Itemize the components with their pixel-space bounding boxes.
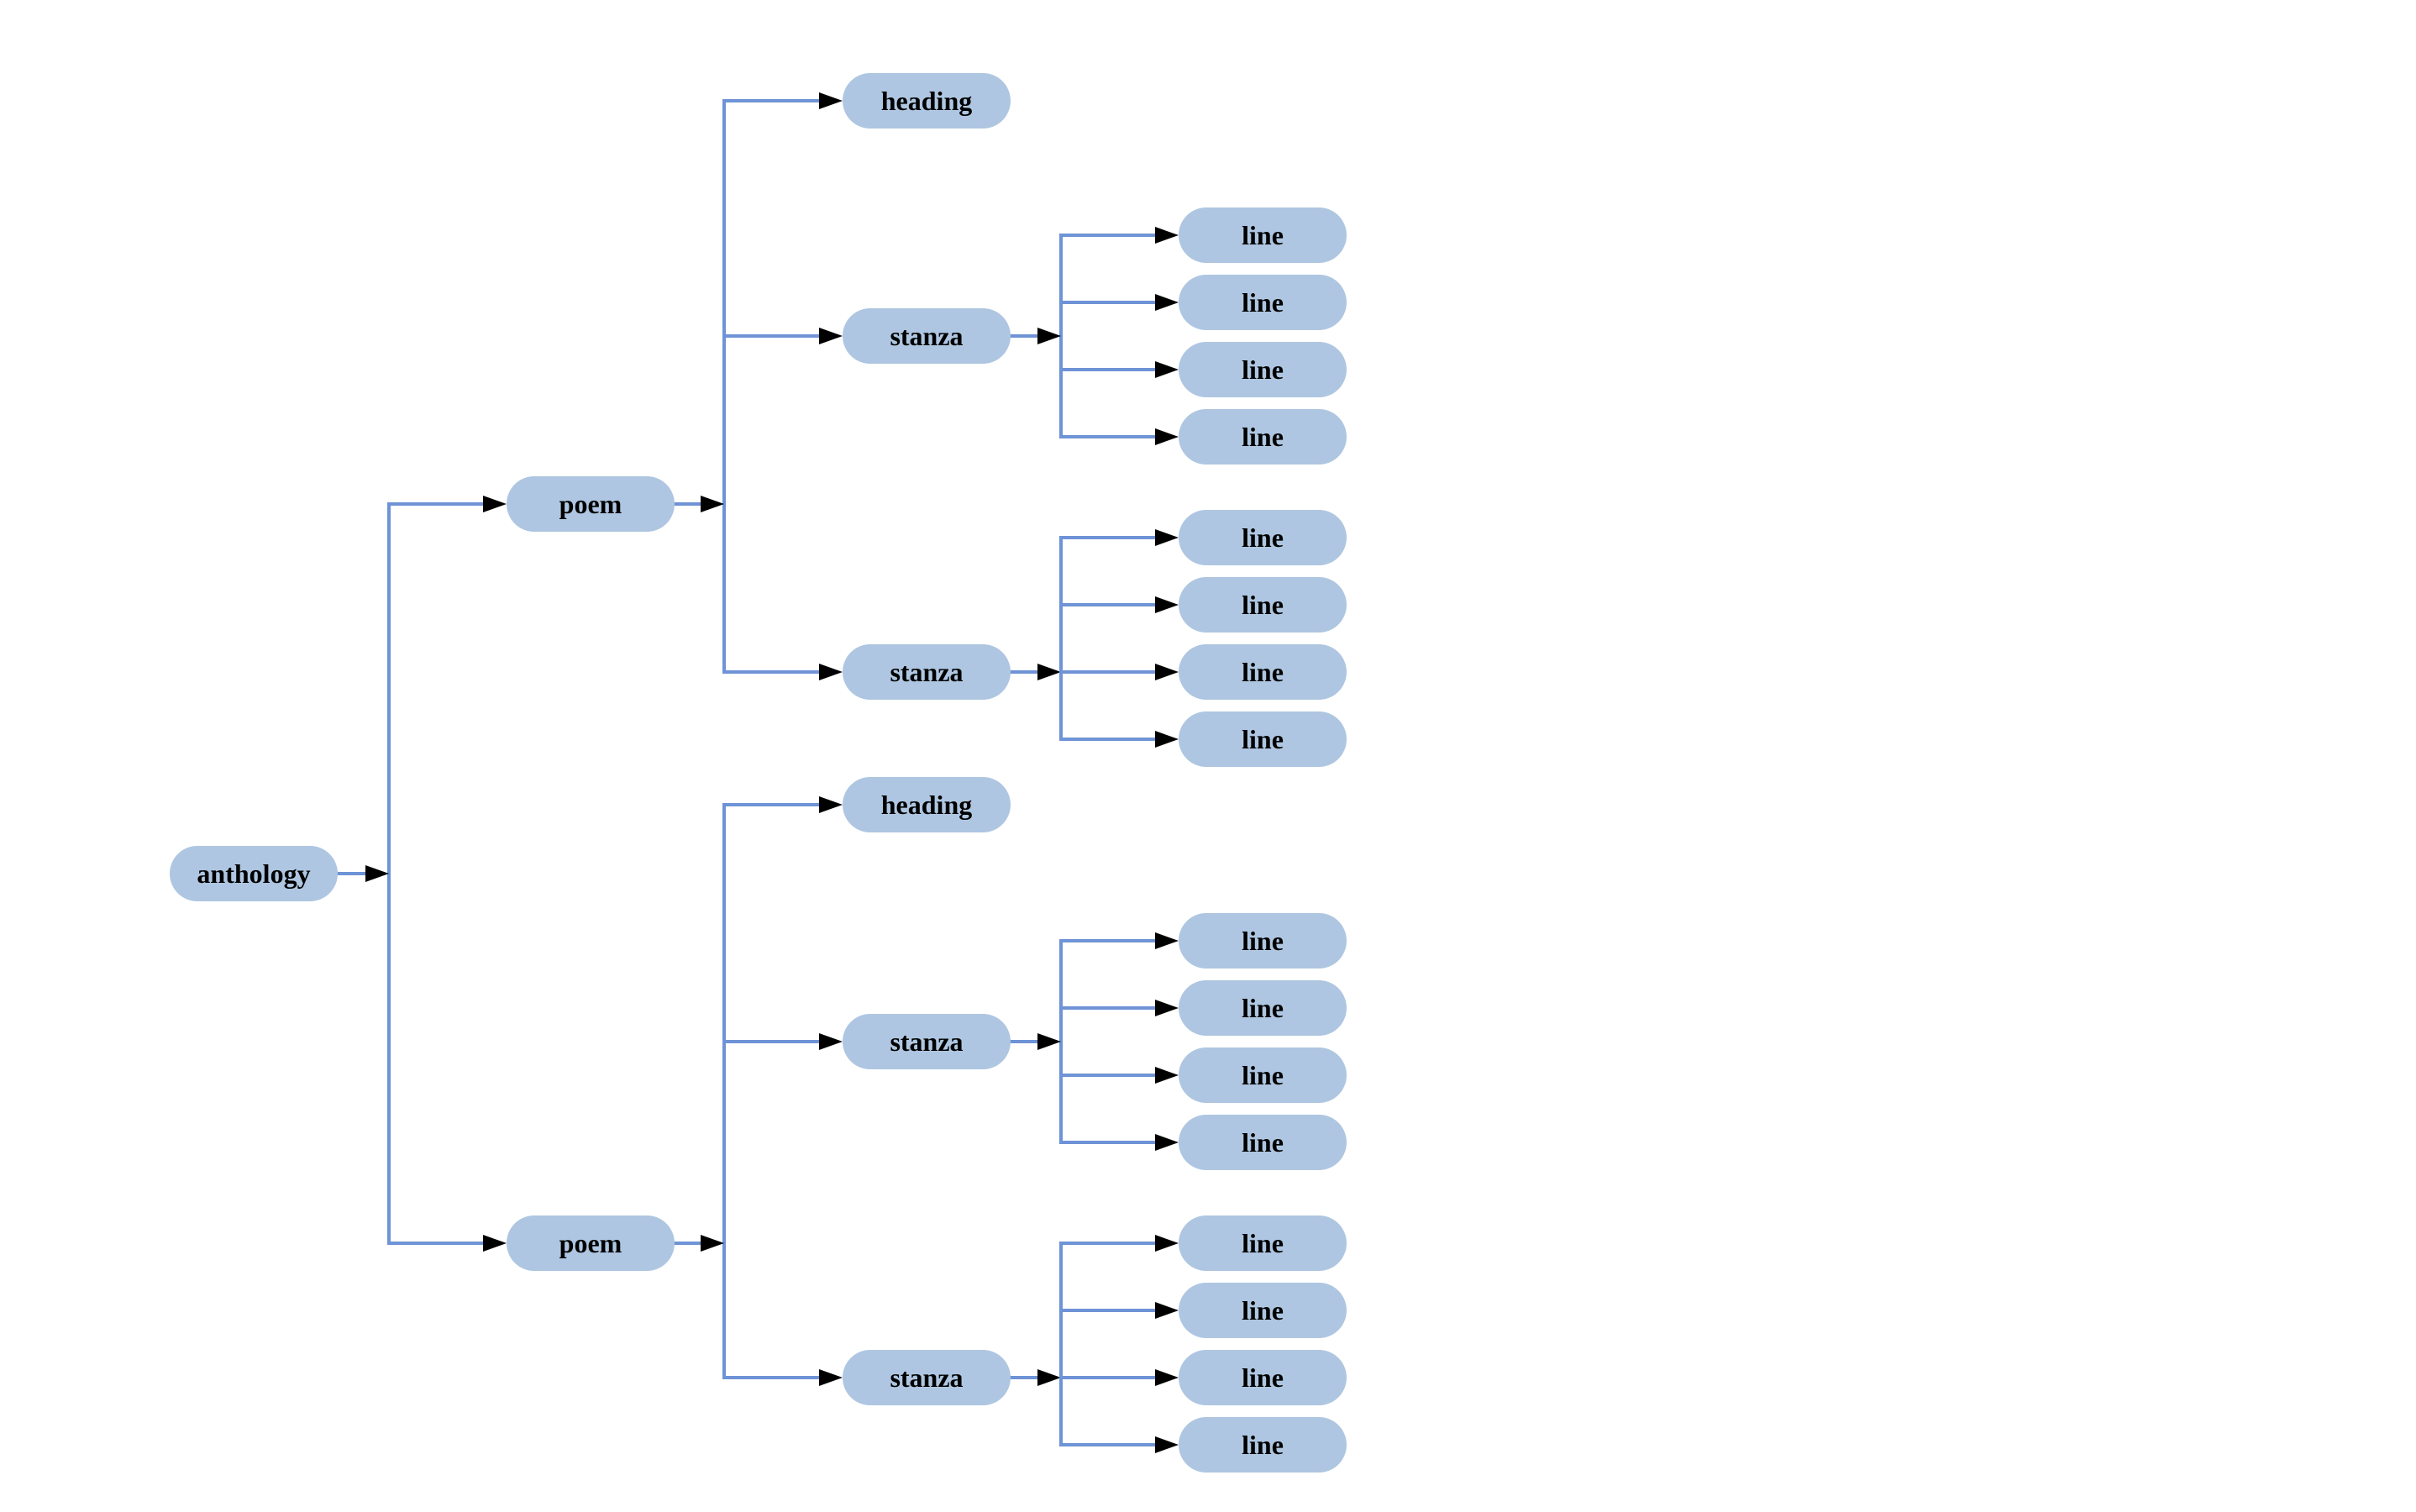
node-poem-2: poem — [507, 1215, 675, 1271]
arrowhead — [819, 328, 843, 344]
arrowhead — [483, 496, 507, 512]
arrowhead — [1155, 596, 1179, 613]
arrowhead — [1155, 227, 1179, 244]
node-line-1-4: line — [1179, 409, 1347, 465]
arrowhead — [365, 865, 389, 882]
arrowhead — [1155, 1235, 1179, 1252]
arrowhead — [1155, 664, 1179, 680]
node-line-1-3: line — [1179, 342, 1347, 397]
node-line-4-4: line — [1179, 1417, 1347, 1473]
arrowhead — [819, 664, 843, 680]
arrowhead — [1037, 664, 1061, 680]
arrowhead — [819, 1369, 843, 1386]
arrowhead — [1155, 1369, 1179, 1386]
node-line-4-3: line — [1179, 1350, 1347, 1405]
node-heading-1: heading — [843, 73, 1011, 129]
node-stanza-1: stanza — [843, 308, 1011, 364]
arrowhead — [1155, 1134, 1179, 1151]
node-line-2-2: line — [1179, 577, 1347, 633]
node-line-2-3: line — [1179, 644, 1347, 700]
arrowhead — [1155, 1000, 1179, 1016]
node-poem-1: poem — [507, 476, 675, 532]
arrowhead — [819, 1033, 843, 1050]
node-anthology: anthology — [170, 846, 338, 901]
arrowhead — [701, 496, 724, 512]
node-line-4-2: line — [1179, 1283, 1347, 1338]
arrowhead — [1155, 1436, 1179, 1453]
node-line-3-1: line — [1179, 913, 1347, 969]
arrowhead — [1155, 1302, 1179, 1319]
arrowhead — [1037, 328, 1061, 344]
arrowhead — [483, 1235, 507, 1252]
node-stanza-4: stanza — [843, 1350, 1011, 1405]
arrowhead — [1155, 361, 1179, 378]
node-line-3-4: line — [1179, 1115, 1347, 1170]
node-stanza-2: stanza — [843, 644, 1011, 700]
arrowhead — [1155, 529, 1179, 546]
node-line-1-2: line — [1179, 275, 1347, 330]
arrowhead — [819, 796, 843, 813]
arrowhead — [1155, 731, 1179, 748]
arrowhead — [701, 1235, 724, 1252]
node-line-2-1: line — [1179, 510, 1347, 565]
arrowhead — [1155, 294, 1179, 311]
arrowhead — [1155, 1067, 1179, 1084]
node-line-4-1: line — [1179, 1215, 1347, 1271]
node-line-3-2: line — [1179, 980, 1347, 1036]
arrowhead — [1037, 1369, 1061, 1386]
node-line-2-4: line — [1179, 711, 1347, 767]
arrowhead — [1037, 1033, 1061, 1050]
node-stanza-3: stanza — [843, 1014, 1011, 1069]
node-line-1-1: line — [1179, 207, 1347, 263]
arrowhead — [1155, 428, 1179, 445]
node-heading-2: heading — [843, 777, 1011, 832]
arrowhead — [1155, 932, 1179, 949]
arrowhead — [819, 92, 843, 109]
node-line-3-3: line — [1179, 1047, 1347, 1103]
